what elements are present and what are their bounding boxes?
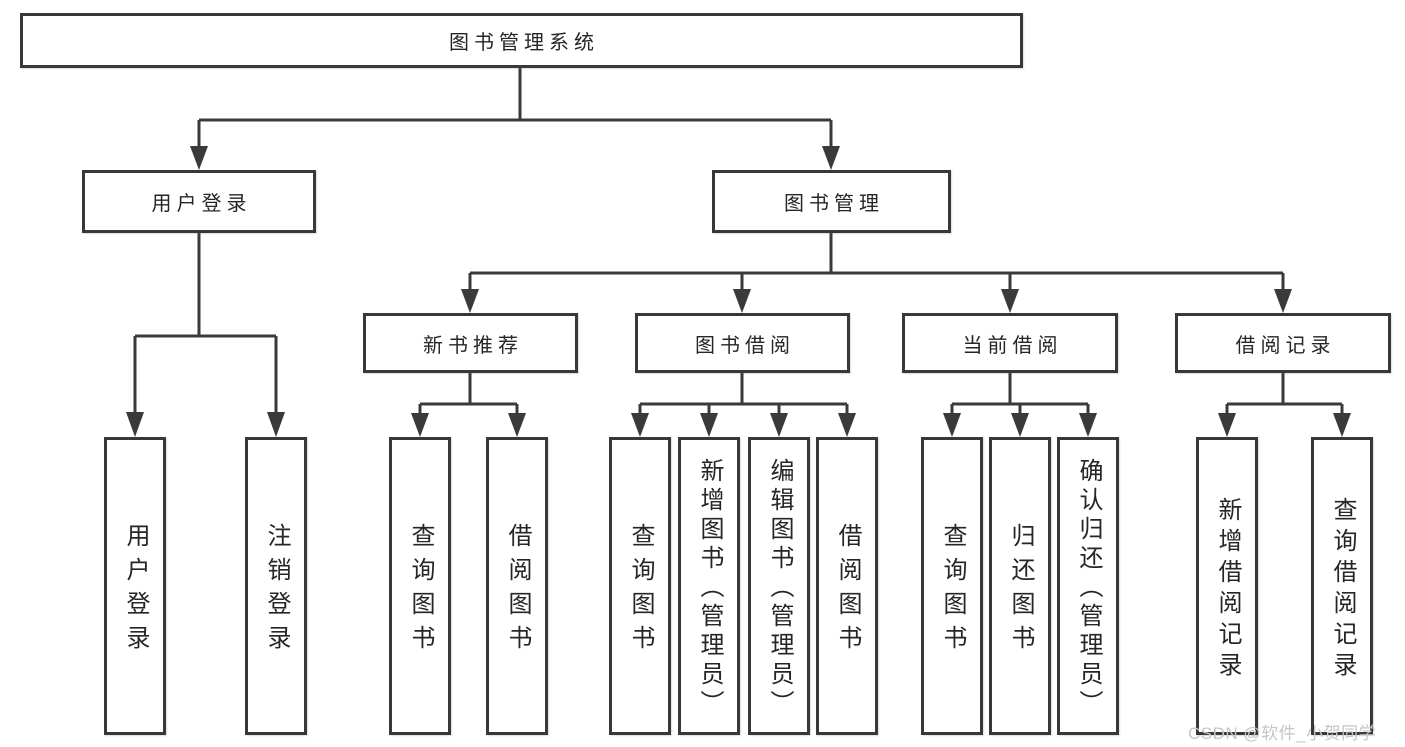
arrowhead <box>700 413 718 437</box>
leaf-user-login: 用户登录 <box>104 437 166 735</box>
connector-line <box>638 373 849 414</box>
connector-book-mgmt-children <box>461 233 1292 313</box>
arrowhead <box>770 413 788 437</box>
leaf-edit-book-admin: 编辑图书（管理员） <box>748 437 810 735</box>
arrowhead <box>1079 413 1097 437</box>
node-library-system-root: 图书管理系统 <box>20 13 1023 68</box>
arrowhead <box>411 413 429 437</box>
leaf-query-books-current: 查询图书 <box>921 437 983 735</box>
leaf-query-books-borrow-label: 查询图书 <box>627 523 654 659</box>
leaf-edit-book-admin-label: 编辑图书（管理员） <box>766 458 793 719</box>
leaf-return-books: 归还图书 <box>989 437 1051 735</box>
node-current-borrowing: 当前借阅 <box>902 313 1118 373</box>
connector-borrow-records-children <box>1218 373 1351 437</box>
leaf-query-books-current-label: 查询图书 <box>939 523 966 659</box>
arrowhead <box>943 413 961 437</box>
arrowhead <box>1218 413 1236 437</box>
arrowhead <box>1333 413 1351 437</box>
arrowhead <box>267 412 285 437</box>
arrowhead <box>838 413 856 437</box>
leaf-add-book-admin-label: 新增图书（管理员） <box>696 458 723 719</box>
node-book-borrowing-label: 图书借阅 <box>695 334 795 357</box>
connector-user-login-children <box>126 233 285 437</box>
arrowhead <box>126 412 144 437</box>
arrowhead <box>631 413 649 437</box>
node-new-book-recommend: 新书推荐 <box>363 313 578 373</box>
leaf-query-books-recommend: 查询图书 <box>389 437 451 735</box>
leaf-borrow-books-recommend-label: 借阅图书 <box>504 523 531 659</box>
node-current-borrowing-label: 当前借阅 <box>962 334 1063 357</box>
connector-line <box>950 373 1090 414</box>
connector-new-book-rec-children <box>411 373 526 437</box>
node-library-system-root-label: 图书管理系统 <box>449 32 599 54</box>
leaf-query-books-borrow: 查询图书 <box>609 437 671 735</box>
arrowhead <box>190 146 208 170</box>
connector-root-to-level2 <box>190 68 840 170</box>
connector-line <box>1225 373 1344 414</box>
connector-current-borrow-children <box>943 373 1097 437</box>
node-book-management: 图书管理 <box>712 170 951 233</box>
leaf-add-book-admin: 新增图书（管理员） <box>678 437 740 735</box>
leaf-query-books-recommend-label: 查询图书 <box>407 523 434 659</box>
leaf-logout: 注销登录 <box>245 437 307 735</box>
connector-line <box>133 233 278 413</box>
connector-line <box>468 233 1285 290</box>
leaf-borrow-books-label: 借阅图书 <box>834 523 861 659</box>
node-borrowing-records-label: 借阅记录 <box>1235 334 1336 357</box>
leaf-logout-label: 注销登录 <box>263 523 290 659</box>
leaf-query-borrow-record-label: 查询借阅记录 <box>1329 496 1356 683</box>
leaf-add-borrow-record-label: 新增借阅记录 <box>1214 496 1241 683</box>
arrowhead <box>508 413 526 437</box>
connector-line <box>197 68 833 147</box>
arrowhead <box>1274 289 1292 313</box>
node-user-login-label: 用户登录 <box>151 193 252 215</box>
csdn-watermark: CSDN @软件_小贺同学 <box>1188 724 1377 743</box>
node-book-management-label: 图书管理 <box>784 193 884 215</box>
node-user-login: 用户登录 <box>82 170 316 233</box>
arrowhead <box>461 289 479 313</box>
leaf-borrow-books-recommend: 借阅图书 <box>486 437 548 735</box>
leaf-user-login-label: 用户登录 <box>122 523 149 659</box>
arrowhead <box>1001 289 1019 313</box>
connector-line <box>418 373 519 414</box>
leaf-confirm-return-admin-label: 确认归还（管理员） <box>1075 458 1102 719</box>
arrowhead <box>733 289 751 313</box>
arrowhead <box>822 146 840 170</box>
node-book-borrowing: 图书借阅 <box>635 313 850 373</box>
node-borrowing-records: 借阅记录 <box>1175 313 1391 373</box>
leaf-borrow-books: 借阅图书 <box>816 437 878 735</box>
leaf-query-borrow-record: 查询借阅记录 <box>1311 437 1373 735</box>
leaf-confirm-return-admin: 确认归还（管理员） <box>1057 437 1119 735</box>
leaf-add-borrow-record: 新增借阅记录 <box>1196 437 1258 735</box>
connector-book-borrow-children <box>631 373 856 437</box>
leaf-return-books-label: 归还图书 <box>1007 523 1034 659</box>
node-new-book-recommend-label: 新书推荐 <box>423 334 523 357</box>
arrowhead <box>1011 413 1029 437</box>
